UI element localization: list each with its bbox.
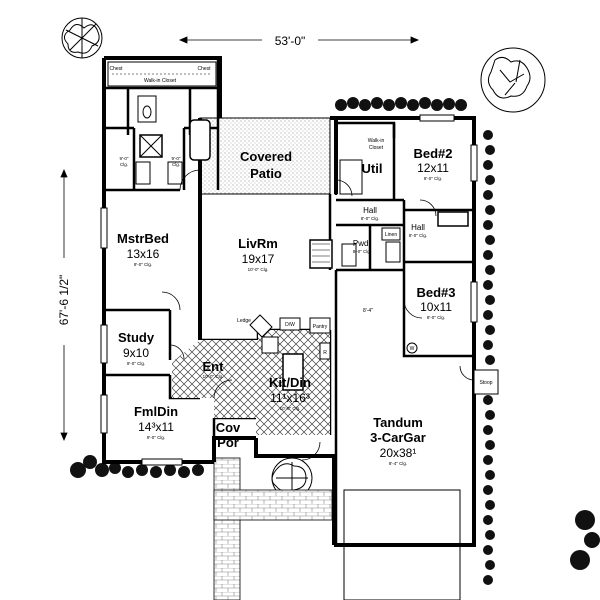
kitchen-sink (249, 314, 273, 338)
tub (189, 119, 211, 161)
front-walkway (213, 457, 241, 600)
powder-vanity (341, 243, 357, 267)
covered-patio-label-line1: Covered (240, 149, 292, 164)
study-size: 9x10 (123, 346, 149, 360)
water-heater-closet (385, 241, 401, 263)
fireplace (309, 239, 333, 269)
front-walkway-extension (213, 489, 333, 521)
stoop (473, 369, 499, 395)
shrub-bottom-left-icon (70, 455, 204, 478)
bed3-ceiling: 8'-0" Clg. (427, 315, 445, 320)
hall2-ceiling: 8'-0" Clg. (409, 233, 427, 238)
garage-name-line1: Tandum (373, 415, 423, 430)
hall1-ceiling: 8'-0" Clg. (361, 216, 379, 221)
stoop-label: Stoop (479, 380, 492, 386)
wh-label: W (410, 346, 415, 352)
powder-ceiling: 8'-0" Clg. (353, 249, 371, 254)
kitchen-dining-size: 11¹x16³ (270, 391, 310, 405)
walk-in-closet-b2-line1: Walk-in (368, 138, 385, 144)
kitchen-island (282, 353, 304, 391)
bed2-ceiling: 8'-0" Clg. (424, 176, 442, 181)
master-bed-ceiling: 9'-0" Clg. (134, 262, 152, 267)
dishwasher-box (279, 317, 301, 331)
covered-patio-label-line2: Patio (250, 166, 282, 181)
covered-porch-line1: Cov (216, 420, 241, 435)
windows (100, 114, 478, 466)
door-swings (161, 169, 475, 461)
pantry-closet (309, 317, 331, 334)
width-dimension-label: 53'-0" (275, 34, 306, 48)
living-room-size: 19x17 (242, 252, 275, 266)
living-room-ceiling: 10'-0" Clg. (248, 267, 269, 272)
garage-ceiling-note: 8'-4" (363, 308, 373, 314)
vanity-right (167, 161, 183, 185)
vanity-left (135, 161, 151, 185)
family-dining-size: 14³x11 (138, 420, 174, 434)
bed3-name: Bed#3 (416, 285, 455, 300)
shrub-row-icon (335, 97, 467, 111)
living-room-name: LivRm (238, 236, 278, 251)
bath-clg-right-2: Clg. (172, 162, 180, 167)
ledge-label: Ledge (237, 318, 251, 324)
fireplace-hearth (312, 243, 330, 263)
ref-label: R (323, 350, 327, 356)
garage-size: 20x38¹ (380, 446, 417, 460)
bed2-name: Bed#2 (413, 146, 452, 161)
width-dimension (178, 36, 420, 44)
depth-dimension-label: 67'-6 1/2" (57, 275, 71, 326)
study-name: Study (118, 330, 155, 345)
powder-name: Pwdr (353, 239, 372, 248)
walk-in-closet-label: Walk-in Closet (144, 78, 177, 84)
bed2-size: 12x11 (417, 161, 449, 175)
bath2-tub (437, 211, 469, 227)
water-heater (406, 342, 418, 354)
depth-dimension (60, 168, 68, 442)
family-dining-ceiling: 9'-0" Clg. (147, 435, 165, 440)
shower-drain (139, 134, 163, 158)
range (261, 336, 279, 354)
entry-ceiling: 10'-0" Clg. (203, 374, 224, 379)
covered-porch-line2: Por (217, 435, 239, 450)
covered-patio (199, 117, 331, 195)
master-bed-size: 13x16 (127, 247, 160, 261)
refrigerator (319, 342, 331, 360)
bath-clg-left-2: Clg. (120, 162, 128, 167)
tree-icon (61, 17, 103, 59)
bath-clg-left-1: 9'-0" (120, 156, 129, 161)
garage-name-line2: 3-CarGar (370, 430, 426, 445)
master-bed-name: MstrBed (117, 231, 169, 246)
linen-label: Linen (385, 232, 397, 238)
walk-in-closet-b2-line2: Closet (369, 145, 384, 151)
bath-clg-right-1: 9'-0" (172, 156, 181, 161)
kitchen-dining-ceiling: 10'-0" Clg. (280, 406, 301, 411)
study-ceiling: 9'-0" Clg. (127, 361, 145, 366)
toilet (142, 105, 152, 119)
bed3-size: 10x11 (420, 300, 452, 314)
hall2-name: Hall (411, 223, 425, 232)
shrub-bottom-right-icon (570, 510, 600, 570)
entry-name: Ent (203, 359, 225, 374)
dw-label: D/W (285, 322, 295, 328)
hall1-name: Hall (363, 206, 377, 215)
washer-dryer (339, 159, 363, 195)
utility-name: Util (362, 161, 383, 176)
pantry-label: Pantry (313, 324, 328, 330)
hall-linen (381, 227, 401, 241)
kitchen-dining-name: Kit/Din (269, 375, 311, 390)
chest-left-label: Chest (109, 66, 123, 72)
garage-ceiling: 8'-4" Clg. (389, 461, 407, 466)
hedge-right-icon (483, 130, 495, 585)
tree-icon (480, 47, 546, 113)
chest-right-label: Chest (197, 66, 211, 72)
family-dining-name: FmlDin (134, 404, 178, 419)
